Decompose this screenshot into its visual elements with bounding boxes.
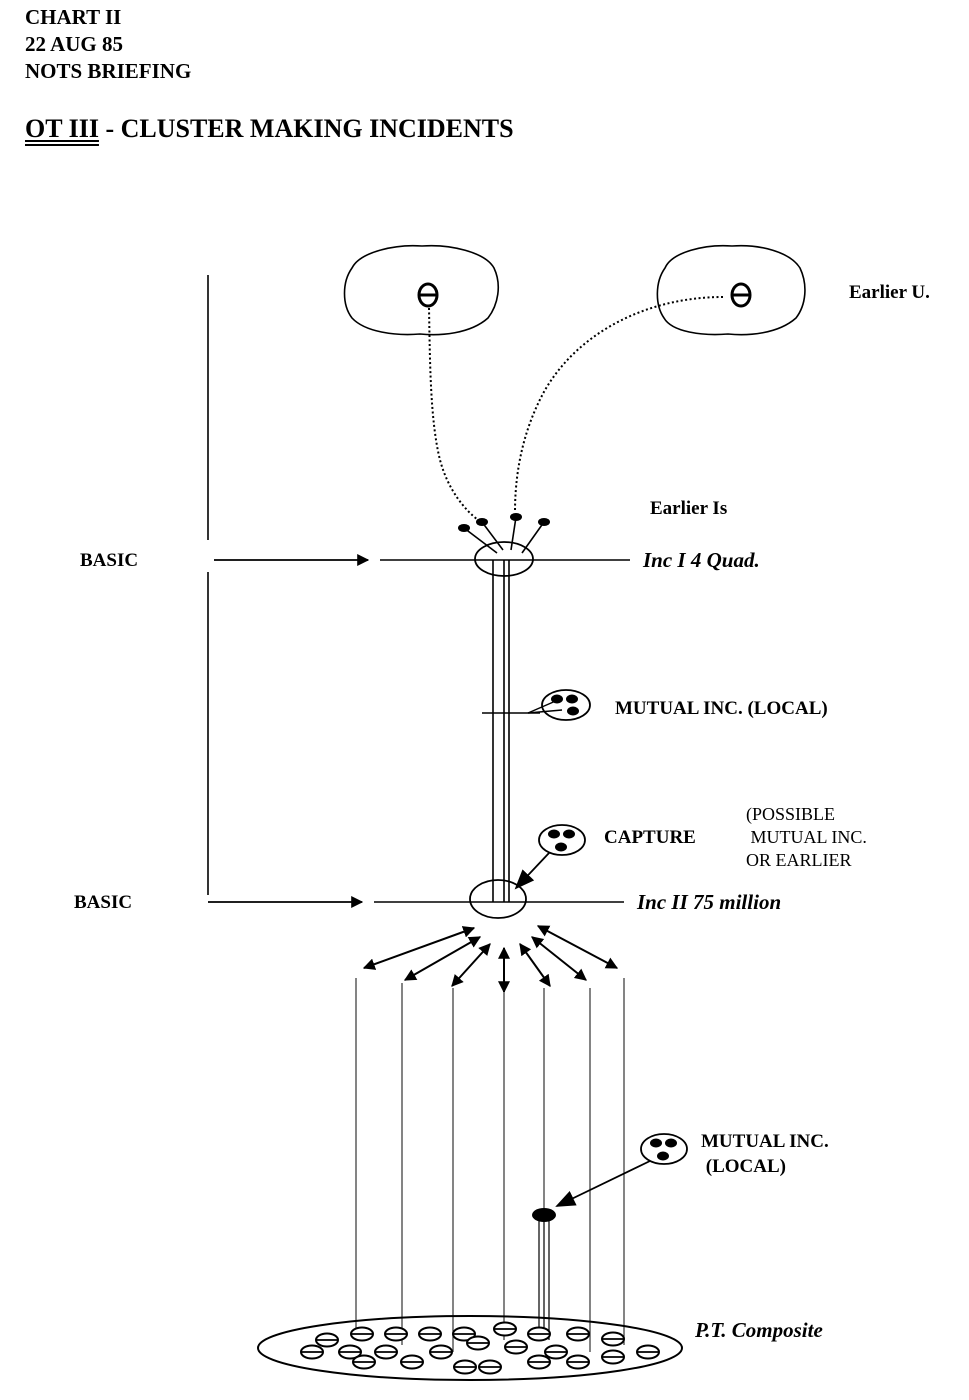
composite-item — [636, 1344, 660, 1360]
incident-one-label: Inc I 4 Quad. — [642, 548, 760, 572]
double-arrow — [536, 925, 619, 969]
composite-item — [527, 1354, 551, 1370]
composite-item — [418, 1326, 442, 1342]
drop-lines — [355, 978, 625, 1352]
mutual-inc-lower — [532, 1133, 688, 1340]
incident-two-circle — [469, 879, 527, 919]
double-arrow — [362, 926, 476, 970]
composite-item — [315, 1332, 339, 1348]
earlier-universe-left — [343, 244, 500, 336]
page-title: OT III - CLUSTER MAKING INCIDENTS — [25, 114, 514, 144]
earlier-incidents-label: Earlier Is — [650, 498, 727, 519]
capture-note-line2: MUTUAL INC. — [746, 827, 867, 847]
capture-note-line3: OR EARLIER — [746, 850, 852, 870]
composite-items — [300, 1321, 660, 1375]
radiating-arrows — [362, 925, 619, 994]
composite-item — [601, 1349, 625, 1365]
composite-item — [374, 1344, 398, 1360]
composite-item — [504, 1339, 528, 1355]
chart-date: 22 AUG 85 — [25, 32, 124, 56]
mutual-inc-upper — [482, 689, 591, 721]
composite-item — [566, 1354, 590, 1370]
earlier-universes-label: Earlier U. — [849, 282, 930, 303]
capture-note-line1: (POSSIBLE — [746, 804, 835, 825]
basic-lower-label: BASIC — [74, 892, 132, 913]
composite-item — [429, 1344, 453, 1360]
earlier-universe-right — [656, 244, 806, 336]
composite-item — [527, 1326, 551, 1342]
composite-label: P.T. Composite — [694, 1318, 823, 1342]
basic-upper-label: BASIC — [80, 550, 138, 571]
composite-item — [300, 1344, 324, 1360]
composite-item — [566, 1326, 590, 1342]
dotted-path-left — [428, 307, 479, 521]
earlier-incidents — [458, 513, 550, 554]
composite-item — [338, 1344, 362, 1360]
incident-column — [492, 560, 510, 902]
composite-item — [466, 1335, 490, 1351]
title-underlined: OT III — [25, 114, 99, 143]
capture-label: CAPTURE — [604, 827, 696, 848]
title-rest: - CLUSTER MAKING INCIDENTS — [98, 114, 514, 143]
briefing-name: NOTS BRIEFING — [25, 59, 192, 83]
composite-item — [352, 1354, 376, 1370]
composite-item — [452, 1326, 476, 1342]
composite-outline — [257, 1315, 683, 1381]
mutual-inc-lower-label-line2: (LOCAL) — [701, 1156, 786, 1177]
composite-item — [384, 1326, 408, 1342]
composite-item — [400, 1354, 424, 1370]
dotted-path-right — [514, 296, 724, 513]
double-arrow — [403, 936, 482, 981]
mutual-inc-lower-label-line1: MUTUAL INC. — [701, 1131, 829, 1152]
double-arrow — [451, 943, 491, 987]
chart-number: CHART II — [25, 5, 122, 29]
double-arrow — [519, 943, 551, 987]
composite-item — [350, 1326, 374, 1342]
mutual-inc-upper-label: MUTUAL INC. (LOCAL) — [615, 698, 828, 719]
incident-two-label: Inc II 75 million — [636, 890, 781, 914]
composite-item — [453, 1359, 477, 1375]
composite-item — [544, 1344, 568, 1360]
composite-item — [601, 1331, 625, 1347]
composite-item — [493, 1321, 517, 1337]
composite-item — [478, 1359, 502, 1375]
capture-cluster — [514, 824, 586, 890]
